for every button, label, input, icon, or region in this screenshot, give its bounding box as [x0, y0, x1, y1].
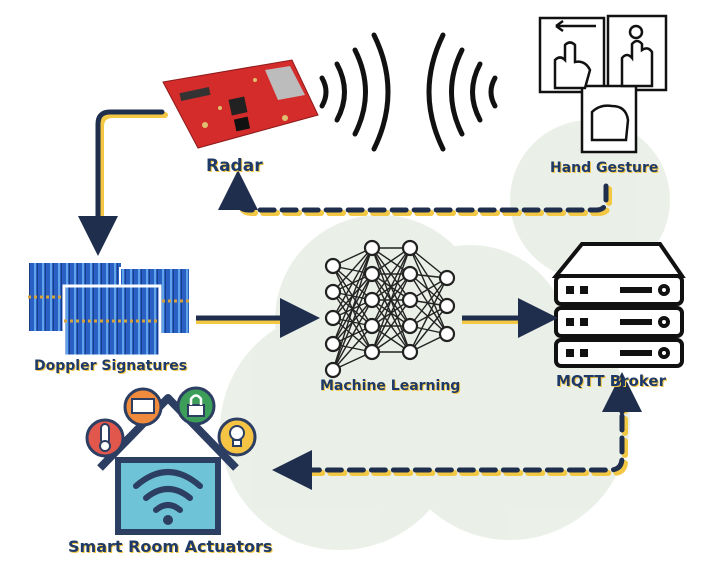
nn-node — [401, 239, 419, 257]
nn-node — [438, 297, 456, 315]
nn-edge — [371, 273, 411, 353]
arrow-gesture-to-radar — [218, 170, 612, 216]
nn-edge — [332, 299, 373, 371]
nn-edge — [409, 299, 448, 335]
lock-icon — [176, 386, 216, 426]
nn-node — [401, 317, 419, 335]
nn-node — [363, 343, 381, 361]
label-smart-room-actuators: Smart Room Actuators — [68, 537, 273, 556]
nn-edge — [371, 247, 411, 301]
radar-board-icon — [162, 59, 319, 149]
radar-waves-icon — [319, 32, 498, 152]
nn-node — [401, 291, 419, 309]
arrow-ml-to-mqtt — [462, 298, 558, 338]
arrow-doppler-to-ml — [196, 298, 320, 338]
smart-home-wifi-icon — [97, 394, 239, 535]
nn-edge — [371, 247, 411, 353]
server-rack-icon — [551, 242, 686, 368]
label-radar: Radar — [206, 156, 263, 176]
nn-node — [324, 309, 342, 327]
nn-node — [363, 239, 381, 257]
nn-edge — [409, 273, 448, 335]
spectrogram-icon — [27, 261, 191, 358]
nn-node — [324, 361, 342, 379]
monitor-icon — [123, 387, 163, 427]
nn-edge — [409, 247, 448, 307]
nn-edge — [409, 305, 448, 353]
label-doppler-signatures: Doppler Signatures — [34, 358, 188, 374]
hand-gesture-icon — [538, 14, 668, 154]
nn-edge — [332, 247, 373, 293]
nn-edge — [332, 325, 373, 371]
nn-node — [324, 335, 342, 353]
nn-node — [401, 343, 419, 361]
nn-edge — [332, 273, 373, 371]
nn-edge — [332, 247, 373, 345]
label-mqtt-broker: MQTT Broker — [556, 372, 666, 390]
nn-edge — [409, 273, 448, 307]
label-hand-gesture: Hand Gesture — [550, 160, 659, 176]
arrow-radar-to-doppler — [78, 109, 168, 256]
nn-node — [324, 257, 342, 275]
nn-node — [438, 269, 456, 287]
label-machine-learning: Machine Learning — [320, 378, 461, 394]
nn-node — [401, 265, 419, 283]
arrow-mqtt-to-actuators — [272, 372, 642, 490]
nn-node — [324, 283, 342, 301]
nn-node — [438, 325, 456, 343]
nn-edge — [409, 277, 448, 353]
nn-node — [363, 317, 381, 335]
nn-edge — [371, 299, 411, 353]
nn-edge — [332, 247, 373, 319]
lightbulb-icon — [217, 417, 257, 457]
nn-edge — [409, 277, 448, 327]
nn-node — [363, 291, 381, 309]
thermometer-icon — [85, 418, 125, 458]
nn-edge — [371, 247, 411, 327]
nn-edge — [409, 247, 448, 335]
neural-network-icon — [324, 239, 456, 379]
nn-edge — [332, 247, 373, 371]
nn-node — [363, 265, 381, 283]
